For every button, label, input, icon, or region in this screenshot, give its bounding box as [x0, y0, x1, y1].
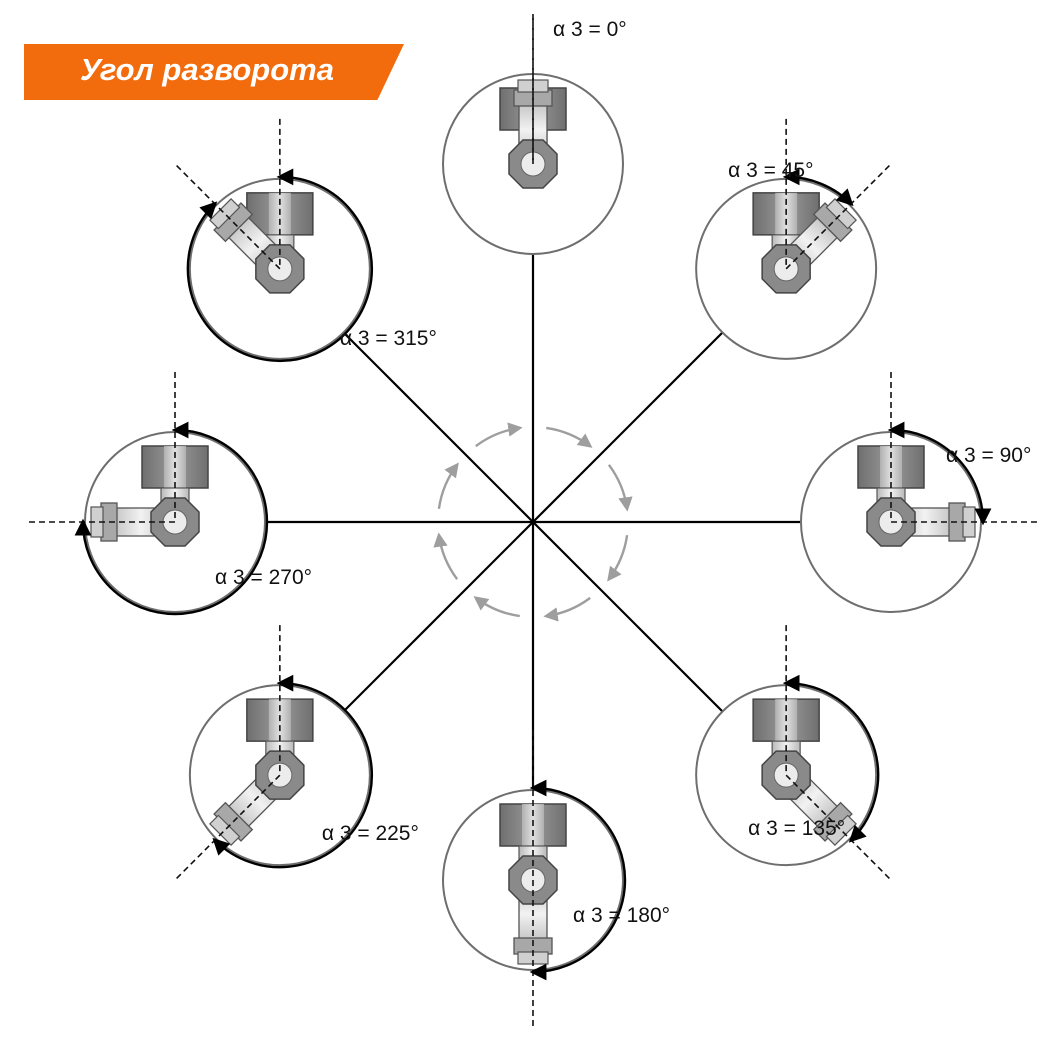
axis-line-315: [342, 331, 534, 523]
inner-rotation-arrow: [473, 596, 520, 618]
inner-rotation-arrow: [607, 464, 633, 512]
axis-line-135: [532, 521, 724, 713]
title-banner-background: [24, 44, 404, 100]
rotation-arrow: [186, 168, 374, 362]
fitting-icon: [499, 730, 567, 1030]
inner-rotation-arrow: [437, 462, 459, 509]
inner-rotation-arrow: [475, 422, 523, 448]
output-centerline: [785, 162, 893, 270]
inner-rotation-arrow: [546, 426, 593, 448]
angle-label: α 3 = 0°: [553, 18, 627, 41]
rotation-arrow: [212, 674, 374, 869]
fitting-icon: [752, 118, 893, 294]
diagram-title: Угол разворота: [80, 52, 334, 87]
axis-line-225: [342, 521, 534, 713]
angle-label: α 3 = 90°: [946, 444, 1031, 467]
position-view-180: α 3 = 180°: [442, 730, 670, 1030]
position-view-90: α 3 = 90°: [800, 372, 1041, 613]
rotation-arrow: [782, 674, 880, 843]
inner-rotation-arrow: [607, 535, 629, 582]
inner-rotation-arrow: [433, 532, 459, 580]
position-views: α 3 = 0° α 3 = 45° α 3 = 90° α 3 = 135° α 3 …: [25, 14, 1041, 1030]
angle-label: α 3 = 135°: [748, 817, 845, 840]
rotation-arrow: [782, 168, 854, 207]
inner-rotation-arrows: [433, 422, 633, 622]
position-view-270: α 3 = 270°: [25, 372, 312, 616]
rotation-arrow: [887, 421, 992, 526]
position-view-315: α 3 = 315°: [173, 118, 437, 362]
angle-label: α 3 = 45°: [728, 159, 813, 182]
position-view-45: α 3 = 45°: [695, 118, 893, 360]
angle-label: α 3 = 270°: [215, 566, 312, 589]
inner-rotation-arrow: [543, 596, 591, 622]
position-view-225: α 3 = 225°: [173, 625, 419, 882]
position-view-0: α 3 = 0°: [442, 14, 627, 255]
angle-label: α 3 = 225°: [322, 822, 419, 845]
axes-layer: [265, 254, 801, 790]
rotation-arrow: [529, 779, 627, 981]
title-banner: Угол разворота: [24, 44, 404, 100]
axis-line-45: [532, 331, 724, 523]
rotation-arrow: [74, 421, 269, 616]
position-view-135: α 3 = 135°: [695, 625, 893, 882]
angle-label: α 3 = 180°: [573, 904, 670, 927]
fitting-icon: [499, 14, 567, 189]
angle-label: α 3 = 315°: [340, 327, 437, 350]
